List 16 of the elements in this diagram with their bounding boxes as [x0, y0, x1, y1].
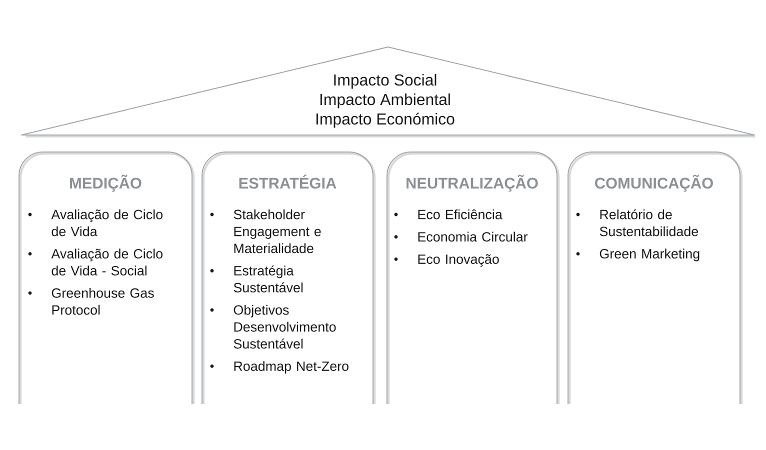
bullet-item: Estratégia Sustentável [234, 265, 303, 292]
bullet-item: Stakeholder Engagement e Materialidade [234, 209, 321, 254]
bullet-item: Eco Inovação [418, 254, 499, 267]
pillar-heading: COMUNICAÇÃO [595, 174, 713, 192]
bullet-item: Avaliação de Ciclo de Vida - Social [51, 248, 162, 276]
pillar-heading: ESTRATÉGIA [239, 174, 336, 189]
bullet-item: Economia Circular [418, 232, 528, 242]
bullet-item: Green Marketing [600, 248, 700, 262]
bullet-item: Avaliação de Ciclo de Vida [51, 209, 162, 236]
bullet-item: Relatório de Sustentabilidade [600, 209, 698, 236]
pillar-heading: NEUTRALIZAÇÃO [406, 174, 538, 192]
bullet-item: Objetivos Desenvolvimento Sustentável [234, 304, 336, 349]
bullet-item: Roadmap Net-Zero [234, 361, 348, 374]
bullet-item: Eco Eficiência [418, 209, 502, 220]
bullet-item: Greenhouse Gas Protocol [52, 288, 154, 315]
pillar-heading: MEDIÇÃO [70, 174, 142, 192]
